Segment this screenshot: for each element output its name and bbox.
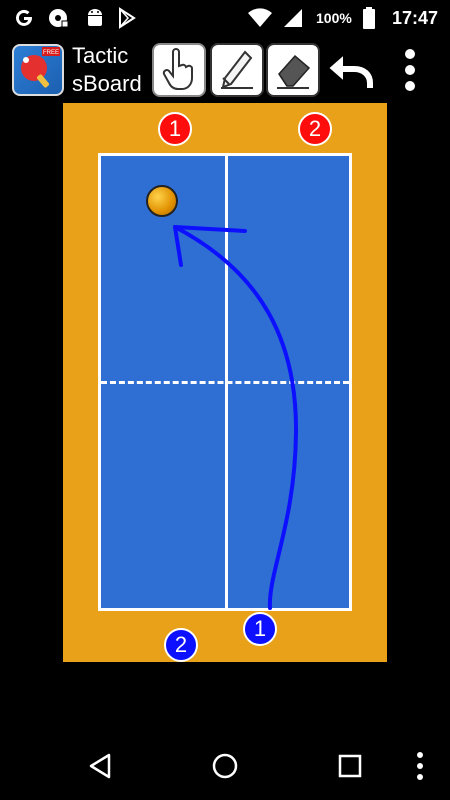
battery-icon: [362, 6, 376, 30]
court-board[interactable]: 1 2 2 1: [63, 103, 387, 662]
play-store-icon: [116, 6, 138, 30]
player-blue-1[interactable]: 1: [243, 612, 277, 646]
app-title: Tactic sBoard: [72, 42, 142, 98]
player-number: 1: [253, 616, 267, 641]
more-icon: [417, 752, 423, 780]
table-net-line: [101, 381, 349, 384]
player-red-2[interactable]: 2: [298, 112, 332, 146]
recents-button[interactable]: [330, 750, 370, 782]
back-button[interactable]: [80, 750, 120, 782]
media-icon: [46, 6, 70, 30]
app-title-line1: Tactic: [72, 43, 129, 68]
eraser-tool-button[interactable]: [266, 43, 320, 97]
player-red-1[interactable]: 1: [158, 112, 192, 146]
more-button[interactable]: [410, 750, 430, 782]
back-icon: [89, 753, 111, 779]
undo-icon: [326, 51, 375, 90]
pencil-icon: [221, 50, 253, 89]
hand-pointer-icon: [162, 48, 193, 90]
app-bar: FREE Tactic sBoard: [0, 38, 450, 102]
drawn-path: [173, 225, 299, 610]
app-title-line2: sBoard: [72, 71, 142, 96]
overflow-menu-button[interactable]: [398, 46, 422, 96]
eraser-icon: [277, 54, 311, 89]
pencil-tool-button[interactable]: [210, 43, 264, 97]
player-number: 1: [168, 116, 182, 141]
wifi-icon: [248, 6, 272, 30]
player-number: 2: [174, 632, 188, 657]
signal-icon: [282, 6, 304, 30]
navigation-bar: [0, 730, 450, 800]
player-number: 2: [308, 116, 322, 141]
clock: 17:47: [391, 8, 438, 28]
svg-text:FREE: FREE: [43, 50, 59, 56]
android-icon: [84, 6, 106, 30]
overflow-menu-icon: [405, 49, 415, 91]
battery-percent: 100%: [316, 10, 352, 26]
hand-select-tool-button[interactable]: [152, 43, 206, 97]
player-blue-2[interactable]: 2: [164, 628, 198, 662]
status-bar: 100% 17:47: [0, 0, 450, 38]
home-icon: [212, 753, 238, 779]
undo-button[interactable]: [324, 46, 376, 96]
home-button[interactable]: [205, 750, 245, 782]
ping-pong-paddle-icon: FREE: [21, 47, 60, 88]
google-g-icon: [12, 6, 36, 30]
ball-icon[interactable]: [146, 185, 178, 217]
recents-icon: [338, 754, 362, 778]
app-logo: FREE: [12, 44, 64, 96]
